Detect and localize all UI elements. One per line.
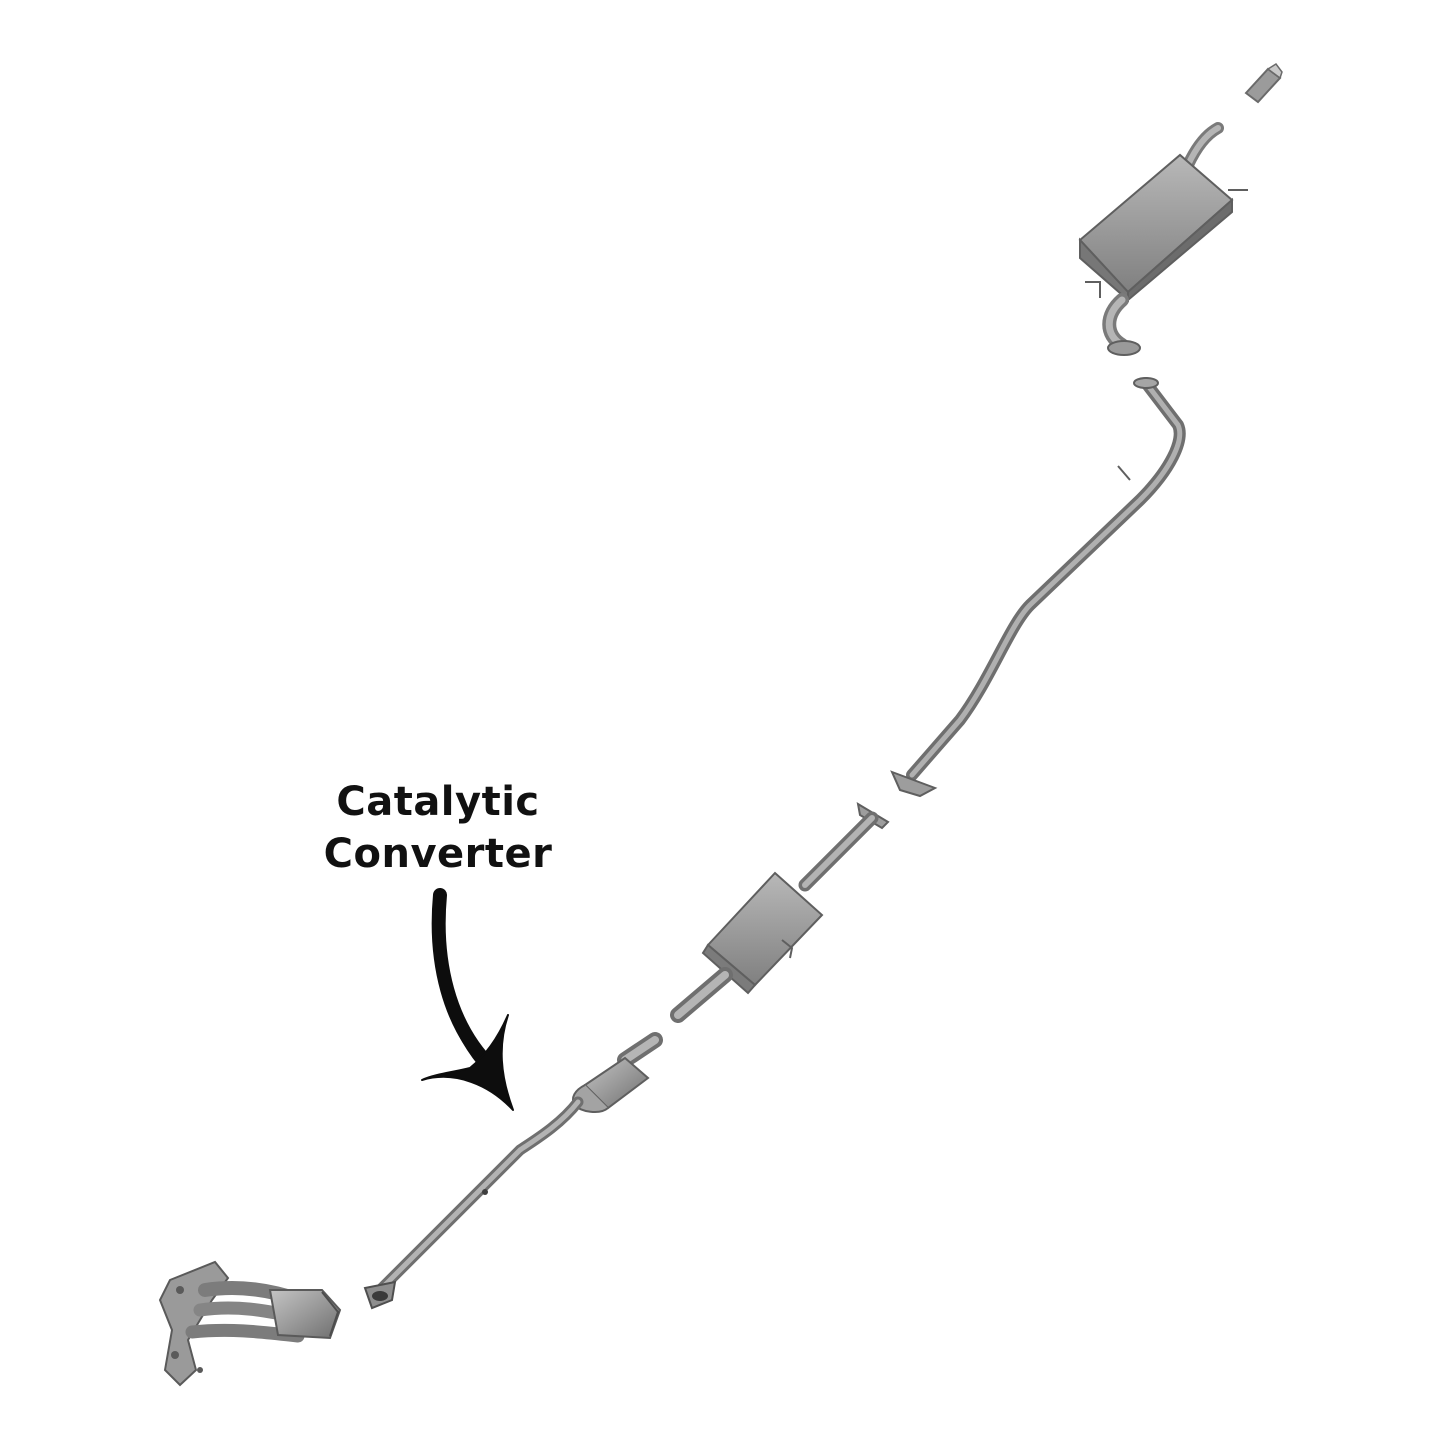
- callout-line-2: Converter: [323, 831, 553, 877]
- catalytic-converter-label: Catalytic Converter: [300, 776, 576, 880]
- arrowhead: [421, 1014, 514, 1111]
- callout-arrow: [421, 888, 514, 1111]
- tail-pipe-tip: [1244, 62, 1283, 104]
- intermediate-pipe: [890, 377, 1186, 798]
- front-pipe-with-catalytic-converter: [363, 1032, 663, 1310]
- muffler: [1078, 122, 1248, 356]
- callout-line-1: Catalytic: [336, 779, 540, 825]
- resonator: [670, 802, 890, 1023]
- exhaust-manifold: [158, 1260, 342, 1387]
